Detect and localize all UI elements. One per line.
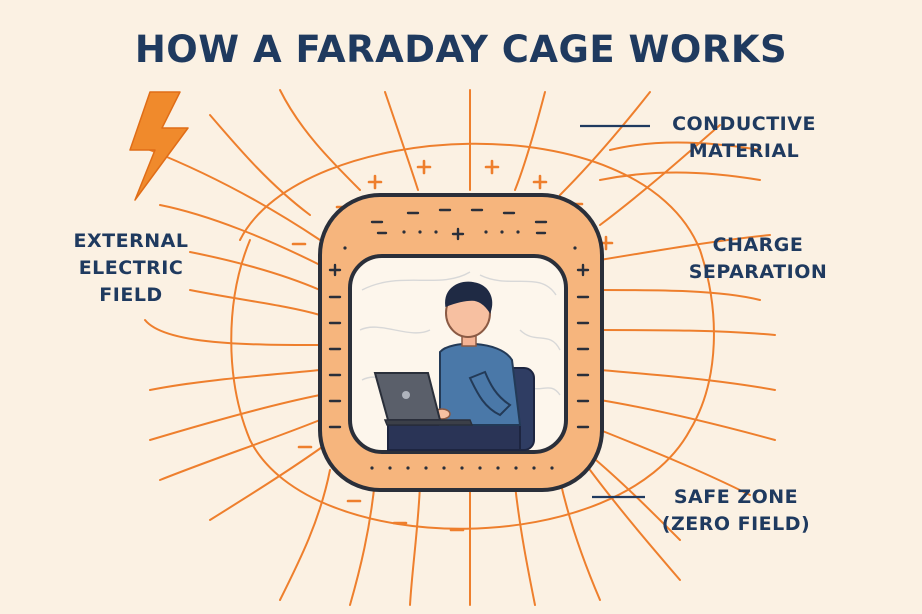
person-with-laptop-icon xyxy=(373,281,535,451)
charge-separation-line-2: SEPARATION xyxy=(688,261,828,283)
field-lines xyxy=(144,89,776,606)
conductive-material-line-1: CONDUCTIVE xyxy=(672,113,816,135)
external-field-line-3: FIELD xyxy=(99,284,163,306)
safe-zone-line-1: SAFE ZONE xyxy=(673,486,799,508)
conductive-material-label: CONDUCTIVE MATERIAL xyxy=(654,111,834,165)
safe-zone-line-2: (ZERO FIELD) xyxy=(661,513,811,535)
external-electric-field-label: EXTERNAL ELECTRIC FIELD xyxy=(56,228,206,309)
lightning-bolt-icon xyxy=(129,91,189,201)
charge-separation-label: CHARGE SEPARATION xyxy=(668,232,848,286)
conductive-material-line-2: MATERIAL xyxy=(688,140,800,162)
leader-lines xyxy=(580,124,650,499)
external-field-line-1: EXTERNAL xyxy=(73,230,189,252)
charge-separation-line-1: CHARGE xyxy=(712,234,804,256)
safe-zone-label: SAFE ZONE (ZERO FIELD) xyxy=(646,484,826,538)
external-field-line-2: ELECTRIC xyxy=(78,257,184,279)
cage-charges xyxy=(328,208,590,470)
page-title: HOW A FARADAY CAGE WORKS xyxy=(134,28,788,71)
